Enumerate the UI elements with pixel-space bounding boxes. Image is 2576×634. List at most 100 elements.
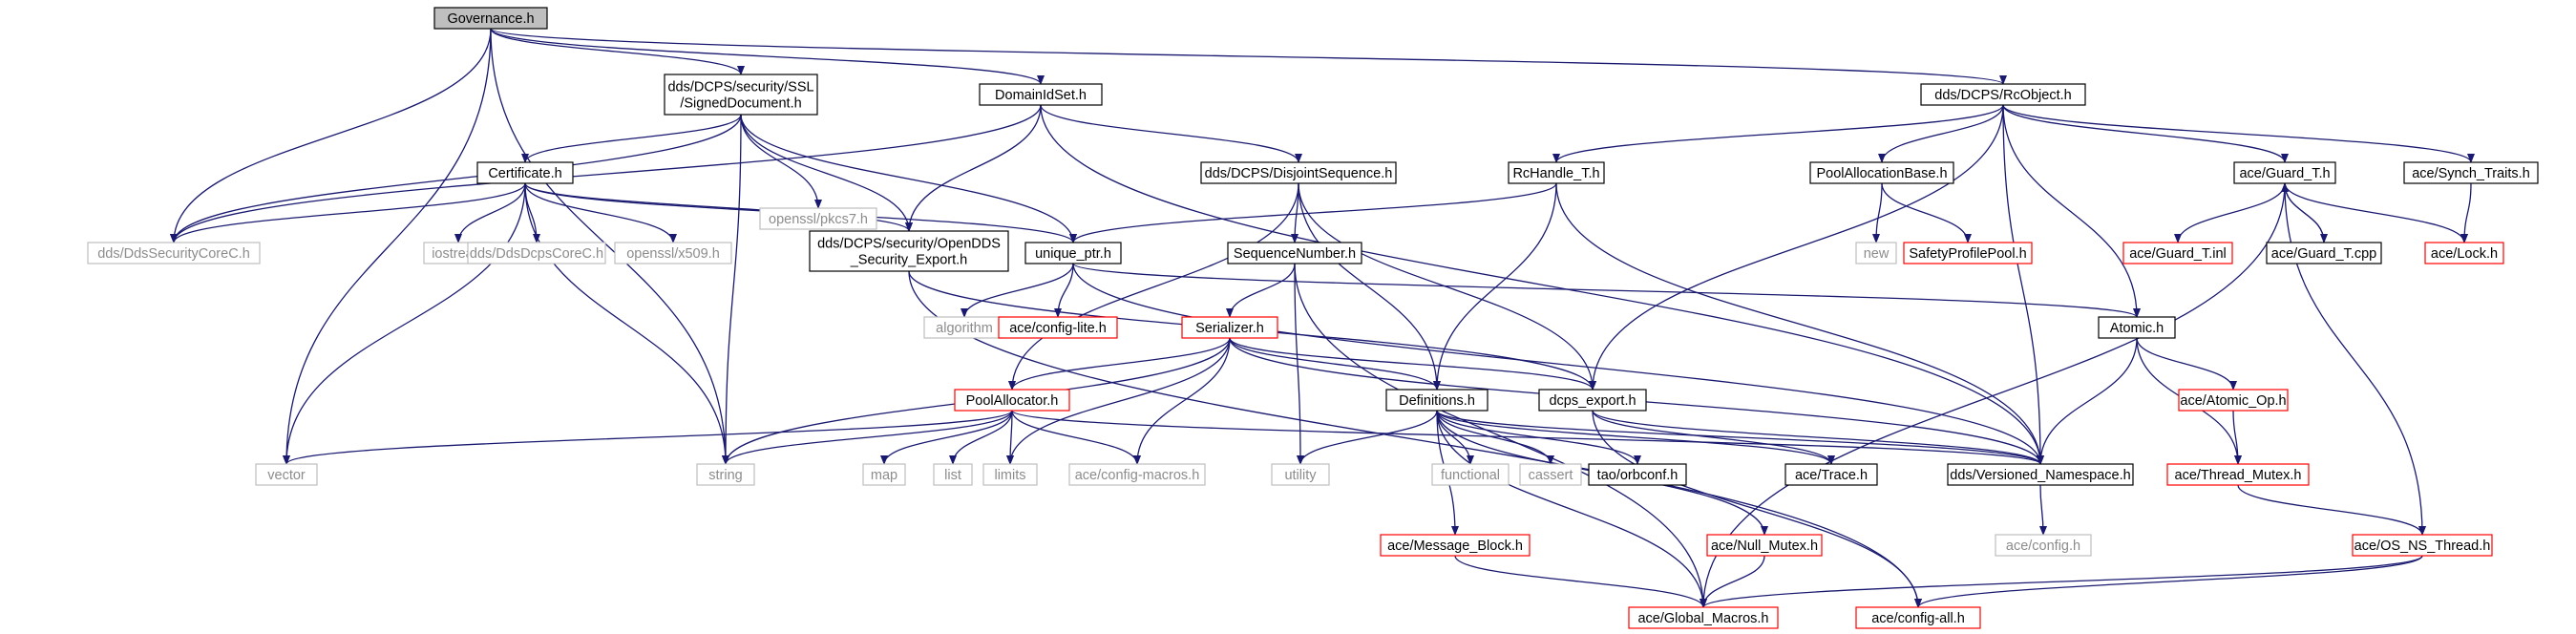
node-safety-profile-pool[interactable]: SafetyProfilePool.h	[1903, 242, 2033, 264]
node-box	[1784, 463, 1878, 486]
node-ace-lock[interactable]: ace/Lock.h	[2424, 242, 2504, 264]
node-label: ace/config.h	[2006, 539, 2080, 554]
node-box	[476, 161, 574, 184]
node-box	[1809, 161, 1954, 184]
edge-signed_doc-to-certificate	[521, 114, 742, 163]
node-label: ace/Null_Mutex.h	[1711, 539, 1818, 554]
edge-ace_thread_mutex-to-ace_os_ns_thread	[2237, 484, 2426, 536]
node-box	[87, 242, 261, 264]
node-atomic[interactable]: Atomic.h	[2098, 316, 2176, 339]
node-label: ace/config-macros.h	[1075, 468, 1200, 483]
node-label: ace/Lock.h	[2431, 246, 2498, 262]
node-box	[2178, 389, 2289, 412]
edge-dcps_export-to-ace_trace	[1592, 410, 1835, 465]
node-versioned-ns[interactable]: dds/Versioned_Namespace.h	[1947, 463, 2134, 486]
edge-ace_atomic_op-to-ace_thread_mutex	[2232, 410, 2242, 465]
node-dds-dcps-core: dds/DdsDcpsCoreC.h	[467, 242, 606, 264]
node-pool-alloc-base[interactable]: PoolAllocationBase.h	[1809, 161, 1954, 184]
node-domain-id-set[interactable]: DomainIdSet.h	[979, 83, 1103, 106]
node-label: ace/Synch_Traits.h	[2412, 166, 2530, 181]
node-pool-allocator[interactable]: PoolAllocator.h	[954, 389, 1070, 412]
edge-governance-to-signed_doc	[490, 28, 745, 75]
node-new: new	[1855, 242, 1897, 264]
node-ace-atomic-op[interactable]: ace/Atomic_Op.h	[2178, 389, 2289, 412]
edge-rc_object-to-ace_guard	[2002, 104, 2289, 163]
node-ace-message-block[interactable]: ace/Message_Block.h	[1380, 534, 1531, 557]
edge-ace_guard-to-ace_global_macros	[1700, 182, 2286, 608]
node-security-export[interactable]: dds/DCPS/security/OpenDDS_Security_Expor…	[809, 230, 1009, 272]
edge-rc_object-to-dcps_export	[1589, 104, 2004, 391]
node-certificate[interactable]: Certificate.h	[476, 161, 574, 184]
node-definitions[interactable]: Definitions.h	[1385, 389, 1489, 412]
edge-unique_ptr-to-atomic	[1072, 263, 2141, 318]
edge-rchandle-to-definitions	[1433, 182, 1557, 391]
node-ace-os-ns-thread[interactable]: ace/OS_NS_Thread.h	[2352, 534, 2493, 557]
node-rc-object[interactable]: dds/DCPS/RcObject.h	[1920, 83, 2086, 106]
edge-unique_ptr-to-ace_config_lite	[1054, 263, 1074, 318]
node-dcps-export[interactable]: dcps_export.h	[1538, 389, 1647, 412]
node-openssl-x509: openssl/x509.h	[614, 242, 732, 264]
node-ace-synch[interactable]: ace/Synch_Traits.h	[2403, 161, 2539, 184]
edge-ace_os_ns_thread-to-ace_global_macros	[1700, 555, 2423, 608]
edge-certificate-to-vector	[283, 182, 526, 465]
node-ace-guard-inl[interactable]: ace/Guard_T.inl	[2122, 242, 2233, 264]
edge-signed_doc-to-string	[722, 114, 742, 465]
edge-unique_ptr-to-algorithm	[961, 263, 1074, 318]
edge-pool_allocator-to-ace_config_macros	[1011, 410, 1141, 465]
node-ace-guard[interactable]: ace/Guard_T.h	[2233, 161, 2336, 184]
node-label: dcps_export.h	[1549, 393, 1636, 409]
node-ace-config-lite[interactable]: ace/config-lite.h	[998, 316, 1118, 339]
edge-rc_object-to-rchandle	[1552, 104, 2004, 163]
node-ace-config: ace/config.h	[1995, 534, 2092, 557]
node-ace-config-all[interactable]: ace/config-all.h	[1855, 606, 1981, 629]
node-ace-null-mutex[interactable]: ace/Null_Mutex.h	[1706, 534, 1823, 557]
node-signed-doc[interactable]: dds/DCPS/security/SSL/SignedDocument.h	[664, 74, 818, 116]
node-openssl-pkcs7: openssl/pkcs7.h	[759, 207, 877, 230]
node-string: string	[696, 463, 755, 486]
node-rchandle[interactable]: RcHandle_T.h	[1508, 161, 1605, 184]
node-box	[1271, 463, 1330, 486]
node-governance[interactable]: Governance.h	[433, 7, 548, 30]
node-ace-trace[interactable]: ace/Trace.h	[1784, 463, 1878, 486]
edge-definitions-to-ace_trace	[1436, 410, 1835, 465]
node-box	[862, 463, 906, 486]
edge-domain_id_set-to-security_export	[905, 104, 1042, 232]
node-tao-orbconf[interactable]: tao/orbconf.h	[1588, 463, 1687, 486]
node-sequence-number[interactable]: SequenceNumber.h	[1227, 242, 1362, 264]
node-list: list	[933, 463, 973, 486]
node-label: ace/Thread_Mutex.h	[2175, 468, 2302, 483]
node-label: algorithm	[936, 321, 993, 336]
node-ace-thread-mutex[interactable]: ace/Thread_Mutex.h	[2166, 463, 2310, 486]
node-ace-global-macros[interactable]: ace/Global_Macros.h	[1628, 606, 1779, 629]
node-label: Definitions.h	[1399, 393, 1475, 409]
node-label: Atomic.h	[2110, 321, 2164, 336]
node-box	[1920, 83, 2086, 106]
node-label: SafetyProfilePool.h	[1909, 246, 2026, 262]
edge-sequence_number-to-serializer	[1226, 263, 1296, 318]
node-box	[2122, 242, 2233, 264]
node-box	[467, 242, 606, 264]
edge-definitions-to-ace_global_macros	[1436, 410, 1707, 608]
node-box	[1706, 534, 1823, 557]
edge-rc_object-to-atomic	[2002, 104, 2141, 318]
node-ace-guard-cpp[interactable]: ace/Guard_T.cpp	[2266, 242, 2382, 264]
node-label: new	[1864, 246, 1890, 262]
node-box	[1181, 316, 1278, 339]
node-label: ace/Global_Macros.h	[1637, 611, 1768, 626]
node-box	[2098, 316, 2176, 339]
node-label: DomainIdSet.h	[995, 88, 1087, 103]
node-disjoint-seq[interactable]: dds/DCPS/DisjointSequence.h	[1200, 161, 1397, 184]
node-label: dds/Versioned_Namespace.h	[1950, 468, 2130, 483]
node-label: SequenceNumber.h	[1234, 246, 1356, 262]
node-serializer[interactable]: Serializer.h	[1181, 316, 1278, 339]
node-box	[614, 242, 732, 264]
node-dds-security-core: dds/DdsSecurityCoreC.h	[87, 242, 261, 264]
node-label: utility	[1284, 468, 1317, 483]
node-box	[954, 389, 1070, 412]
node-box	[1431, 463, 1510, 486]
edge-definitions-to-utility	[1297, 410, 1438, 465]
edge-versioned_ns-to-ace_config	[2038, 484, 2047, 536]
node-label: ace/Trace.h	[1795, 468, 1868, 483]
node-unique-ptr[interactable]: unique_ptr.h	[1024, 242, 1122, 264]
